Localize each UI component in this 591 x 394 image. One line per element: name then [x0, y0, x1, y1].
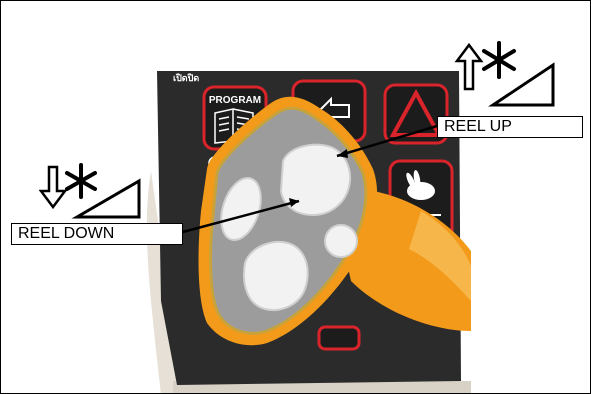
reel-up-callout: REEL UP [437, 116, 583, 138]
reel-raise-icon [453, 37, 557, 109]
program-label: PROGRAM [209, 95, 261, 106]
lower-button[interactable] [244, 242, 308, 310]
small-round-button[interactable] [325, 225, 357, 257]
reel-down-callout: REEL DOWN [11, 223, 183, 245]
panel-button-bottom[interactable] [319, 327, 359, 349]
panel-corner-label: เปิดปิด [173, 73, 199, 83]
reel-lower-icon [39, 161, 143, 221]
